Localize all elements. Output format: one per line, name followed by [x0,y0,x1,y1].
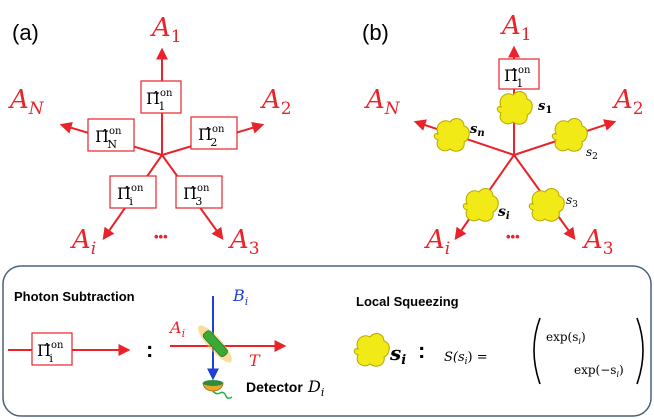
mode-label-an: AN [8,85,45,119]
detector-label: Detector [246,379,303,395]
photon-subtraction-title: Photon Subtraction [14,289,135,304]
mode-label-b3: A3 [582,225,614,259]
local-squeezing-title: Local Squeezing [356,294,459,309]
panel-b-label: (b) [362,20,389,45]
ellipsis-b: ••• [506,229,520,244]
squeezer-blob-n [433,118,470,152]
mode-label-bn: AN [364,85,401,119]
svg-text:Π̂onN: Π̂onN [95,126,122,151]
detector-symbol: Di [307,377,324,399]
detector-icon [202,380,233,400]
matrix-left-paren [533,317,541,385]
squeeze-label-s2: s2 [586,145,598,162]
squeeze-label-s1: s1 [538,99,552,116]
legend-colon-1: : [146,337,153,362]
legend-transmission-label: T [249,351,261,370]
squeezer-blob-i [462,188,499,222]
legend-ancilla-mode: Bi [232,286,248,308]
squeeze-label-sn: sn [470,122,485,139]
svg-text:Π̂on1: Π̂on1 [504,65,531,90]
svg-text:Π̂oni: Π̂oni [117,183,144,208]
matrix-entry-22: exp(−si) [574,363,624,379]
matrix-right-paren [636,317,644,385]
squeezer-blob-2 [551,118,588,152]
mode-label-bi: Ai [424,225,450,259]
mode-label-ai: Ai [70,225,96,259]
legend-squeeze-label: si [389,341,406,368]
legend-squeezer-blob [353,333,390,367]
matrix-entry-11: exp(si) [546,330,586,346]
legend-colon-2: : [418,338,425,363]
svg-text:Π̂on3: Π̂on3 [183,183,210,208]
svg-text:Π̂on2: Π̂on2 [198,124,225,149]
mode-label-b1: A1 [500,11,532,45]
svg-text:Π̂on1: Π̂on1 [146,88,173,113]
mode-label-a2: A2 [260,85,292,119]
squeezer-blob-1 [496,91,533,125]
svg-text:Π̂oni: Π̂oni [37,340,64,365]
mode-label-a1: A1 [150,13,182,47]
squeezer-blob-3 [528,188,565,222]
ellipsis-a: ••• [154,229,168,244]
squeeze-label-si: si [498,204,510,222]
panel-a-label: (a) [12,20,39,45]
mode-label-b2: A2 [612,85,644,119]
squeeze-matrix-formula: S(si) = exp(si) exp(−si) [444,317,644,385]
legend-input-mode: Ai [168,318,185,340]
mode-label-a3: A3 [228,225,260,259]
formula-lhs: S(si) = [444,350,488,367]
squeeze-label-s3: s3 [566,193,578,210]
beam-splitter [198,325,232,363]
